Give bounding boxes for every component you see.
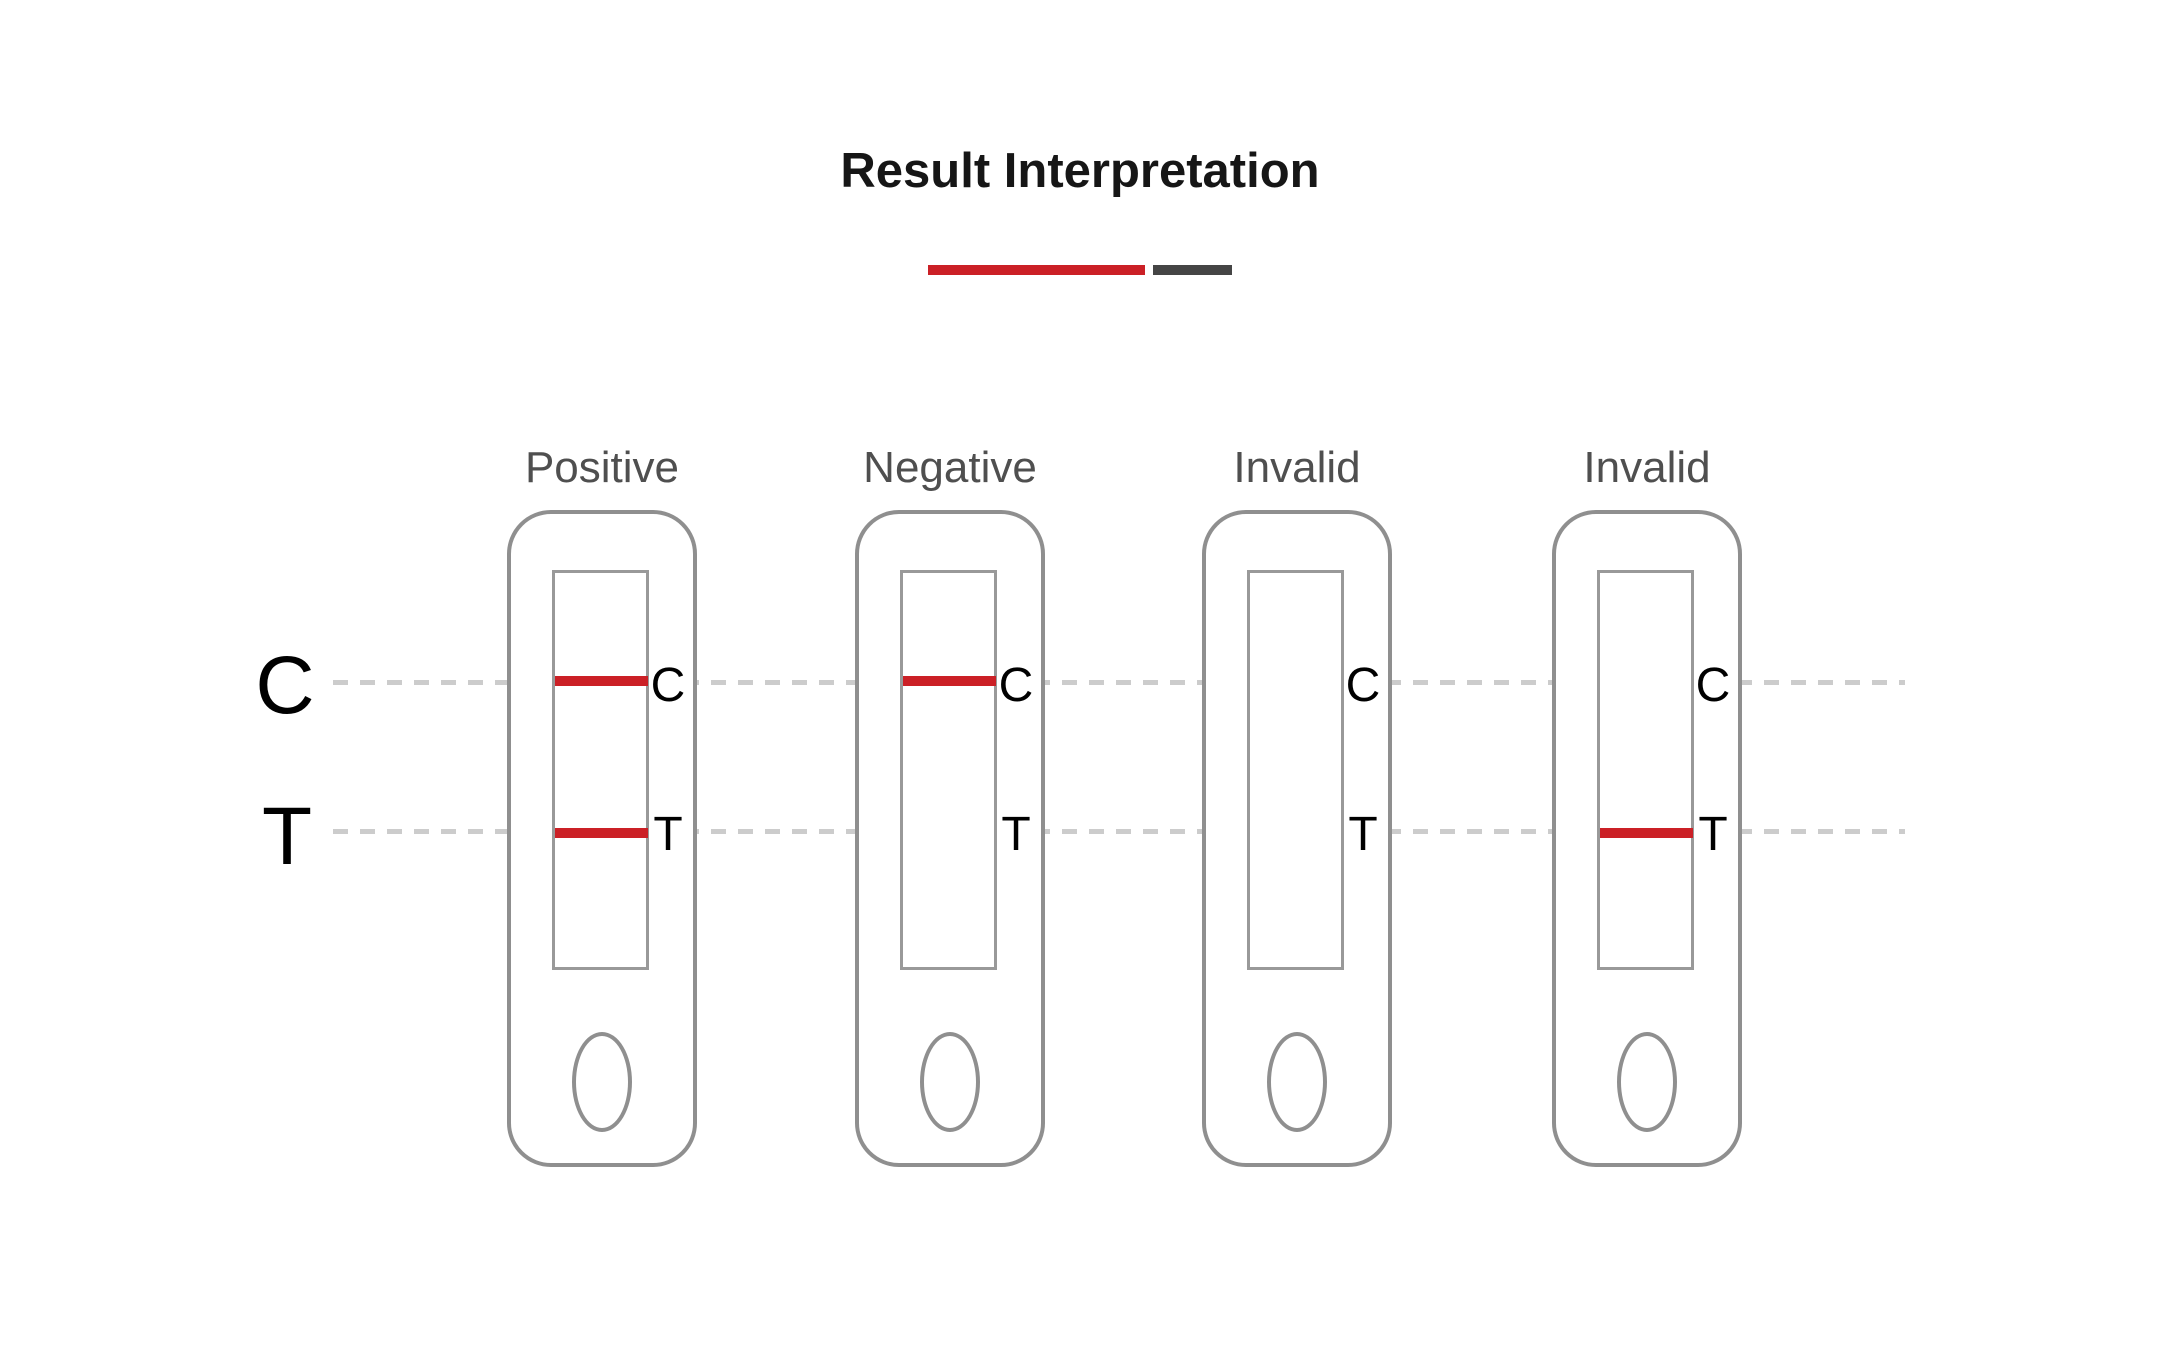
sample-well (1267, 1032, 1327, 1132)
title-divider (0, 265, 2160, 275)
result-label: Invalid (1233, 443, 1361, 492)
result-window (1247, 570, 1344, 970)
test-cassette: C T (1552, 510, 1742, 1167)
control-guide-dashed-line (333, 680, 1905, 685)
result-window (552, 570, 649, 970)
control-band (555, 676, 648, 686)
result-window (900, 570, 997, 970)
divider-dark-segment (1153, 265, 1232, 275)
control-letter: C (650, 659, 686, 712)
cassette-group: Invalid C T (1552, 0, 1742, 1354)
sample-well (920, 1032, 980, 1132)
control-letter: C (1695, 659, 1731, 712)
test-letter: T (1698, 808, 1728, 861)
cassette-group: Invalid C T (1202, 0, 1392, 1354)
page-title: Result Interpretation (840, 144, 1320, 198)
sample-well (572, 1032, 632, 1132)
test-letter: T (1001, 808, 1031, 861)
result-window (1597, 570, 1694, 970)
control-band (903, 676, 996, 686)
result-label: Invalid (1583, 443, 1711, 492)
test-letter: T (1348, 808, 1378, 861)
test-letter: T (653, 808, 683, 861)
test-cassette: C T (1202, 510, 1392, 1167)
cassette-group: Negative C T (855, 0, 1045, 1354)
divider-red-segment (928, 265, 1145, 275)
test-guide-dashed-line (333, 829, 1905, 834)
test-axis-label: T (261, 791, 313, 882)
test-cassette: C T (507, 510, 697, 1167)
test-cassette: C T (855, 510, 1045, 1167)
control-axis-label: C (255, 640, 315, 731)
control-letter: C (1345, 659, 1381, 712)
result-label: Positive (524, 443, 680, 492)
result-label: Negative (863, 443, 1037, 492)
cassette-group: Positive C T (507, 0, 697, 1354)
sample-well (1617, 1032, 1677, 1132)
control-letter: C (998, 659, 1034, 712)
test-band (555, 828, 648, 838)
test-band (1600, 828, 1693, 838)
